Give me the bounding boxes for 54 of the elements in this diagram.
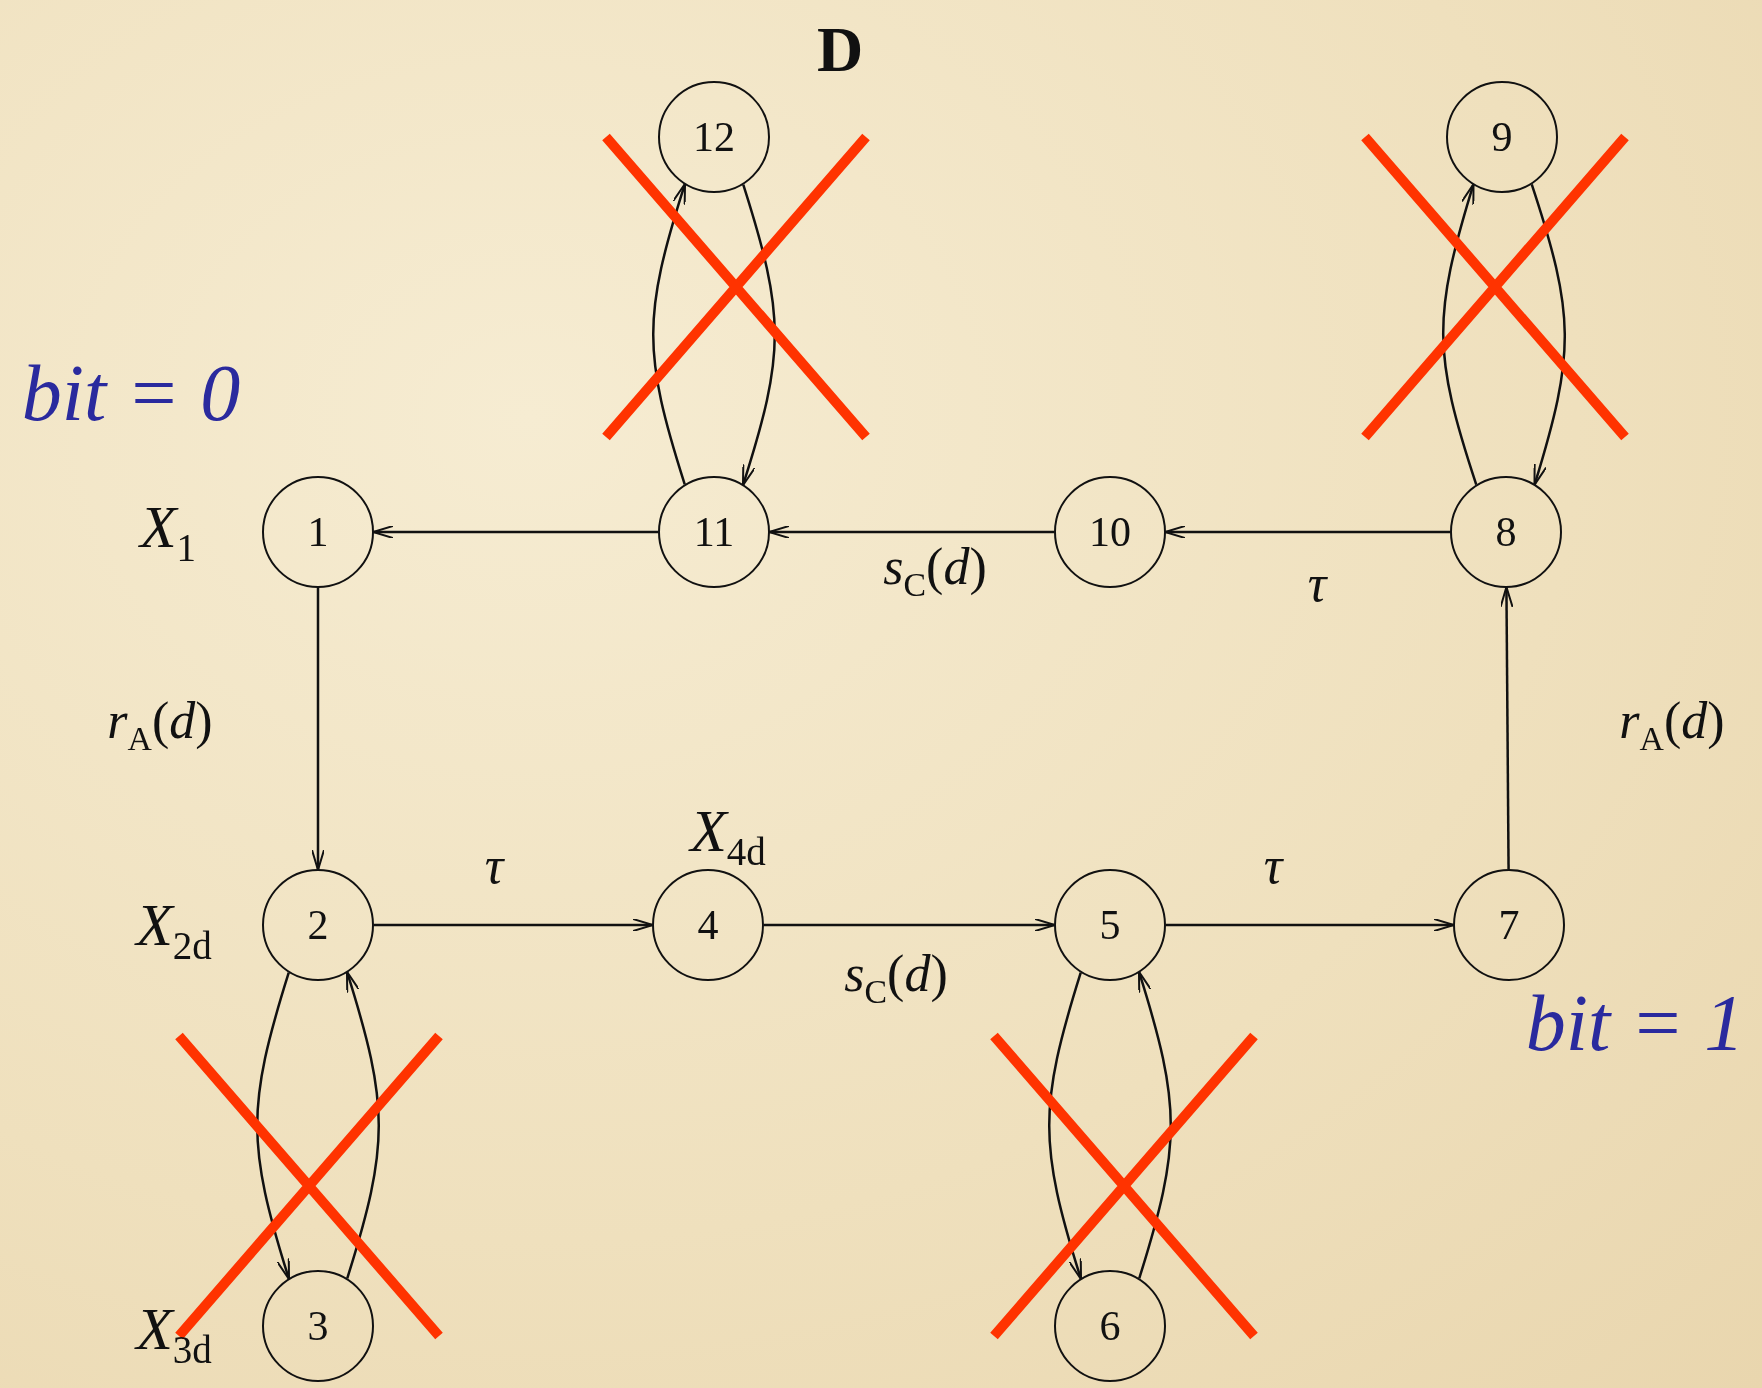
state-number: 1 xyxy=(307,511,329,553)
edge-label: r$_{A}$(d) xyxy=(106,692,214,758)
state-circle xyxy=(1450,476,1562,588)
state-circle xyxy=(1453,869,1565,981)
arrow xyxy=(652,182,687,485)
arrow xyxy=(1442,183,1478,485)
arrow xyxy=(1499,586,1514,869)
state-number: 2 xyxy=(307,904,329,946)
state-circle xyxy=(262,476,374,588)
arrow xyxy=(256,972,290,1281)
arrow xyxy=(768,525,1054,539)
state-number: 7 xyxy=(1498,904,1520,946)
state-circle xyxy=(658,476,770,588)
edge-label: s$_{C}$(d) xyxy=(843,945,949,1011)
arrow xyxy=(346,970,380,1279)
edge-label: τ xyxy=(483,838,506,894)
edge-label: τ xyxy=(1306,556,1329,612)
arrow xyxy=(1164,525,1450,539)
state-number: 4 xyxy=(697,904,719,946)
state-circle xyxy=(262,1270,374,1382)
note-text: bit = 0 xyxy=(21,353,241,433)
state-circle xyxy=(1054,869,1166,981)
arrow xyxy=(372,525,658,539)
state-number: 12 xyxy=(693,116,735,158)
edge-label: τ xyxy=(1262,838,1285,894)
state-number: 9 xyxy=(1491,116,1513,158)
state-circle xyxy=(1446,81,1558,193)
edge-label: s$_{C}$(d) xyxy=(882,538,988,604)
state-circle xyxy=(652,869,764,981)
arrow xyxy=(764,918,1056,932)
arrow xyxy=(311,588,325,871)
arrow xyxy=(741,184,776,487)
arrow xyxy=(1530,184,1566,486)
state-number: 6 xyxy=(1099,1305,1121,1347)
arrow xyxy=(374,918,654,932)
edge-label: r$_{A}$(d) xyxy=(1618,692,1726,758)
state-circle xyxy=(1054,476,1166,588)
state-number: 10 xyxy=(1089,511,1131,553)
arrow xyxy=(1138,970,1172,1279)
state-label: X$_{3d}$ xyxy=(136,1299,212,1369)
state-circle xyxy=(1054,1270,1166,1382)
state-number: 5 xyxy=(1099,904,1121,946)
state-number: 11 xyxy=(693,511,735,553)
state-label: X$_{1}$ xyxy=(139,497,197,567)
state-label: X$_{4d}$ xyxy=(690,801,766,871)
arrow xyxy=(1048,972,1082,1281)
state-number: 8 xyxy=(1495,511,1517,553)
note-text: bit = 1 xyxy=(1525,983,1745,1063)
diagram-title: D xyxy=(816,18,864,82)
state-circle xyxy=(658,81,770,193)
state-label: X$_{2d}$ xyxy=(136,895,212,965)
arrow xyxy=(1166,918,1455,932)
state-number: 3 xyxy=(307,1305,329,1347)
state-circle xyxy=(262,869,374,981)
